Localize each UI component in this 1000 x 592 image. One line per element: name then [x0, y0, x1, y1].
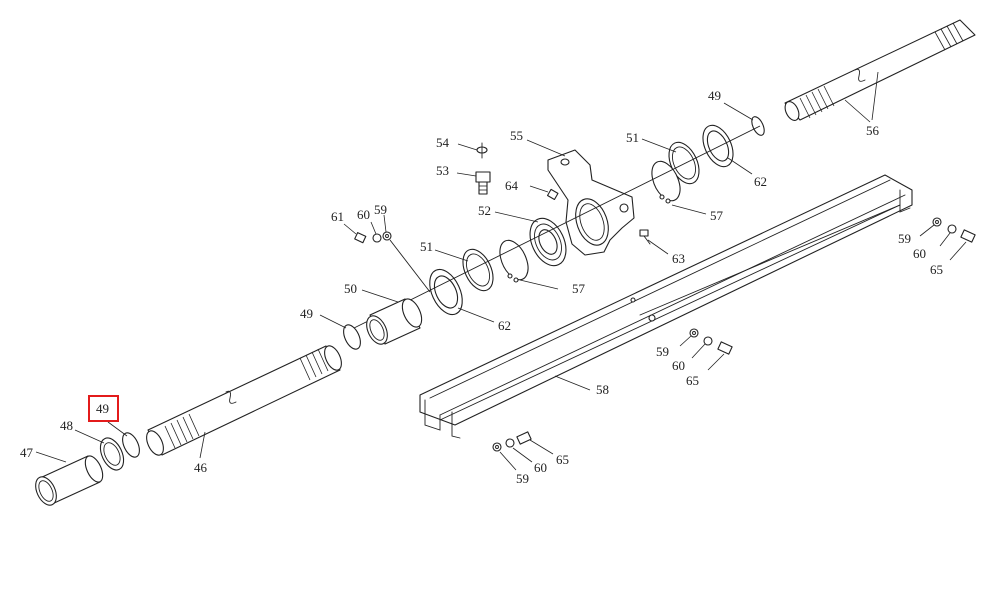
part-49-snap-ring-middle — [319, 314, 361, 350]
part-51-shim-lower — [434, 248, 494, 292]
label-59-centre: 59 — [656, 344, 669, 359]
part-65-bolt-bottom — [516, 431, 554, 455]
label-59-upper-left: 59 — [374, 202, 387, 217]
label-49-middle: 49 — [300, 306, 313, 321]
label-51-upper: 51 — [626, 130, 639, 145]
part-59-washer-right — [919, 217, 942, 237]
label-61: 61 — [331, 209, 344, 224]
highlight-box — [88, 395, 119, 422]
label-55: 55 — [510, 128, 523, 143]
label-65-right: 65 — [930, 262, 943, 277]
part-59-washer-bottom — [492, 442, 517, 471]
label-47: 47 — [20, 445, 34, 460]
label-51-lower: 51 — [420, 239, 433, 254]
part-53-bolt — [456, 171, 491, 195]
part-51-shim-upper — [641, 138, 700, 185]
label-49-highlighted: 49 — [96, 401, 109, 416]
label-54: 54 — [436, 135, 450, 150]
part-62-thrust-washer-lower — [429, 268, 495, 323]
label-56: 56 — [866, 123, 880, 138]
label-60-centre: 60 — [672, 358, 685, 373]
part-59-washer-centre — [679, 328, 699, 347]
centerline-axes — [349, 125, 761, 331]
label-53: 53 — [436, 163, 449, 178]
part-55-pivot-bracket — [526, 139, 635, 256]
label-48: 48 — [60, 418, 73, 433]
label-49-upper: 49 — [708, 88, 721, 103]
part-59-washer-upper-left — [382, 214, 392, 241]
label-65-bottom: 65 — [556, 452, 569, 467]
label-50: 50 — [344, 281, 357, 296]
part-54-pin — [457, 142, 488, 159]
label-60-upper-left: 60 — [357, 207, 370, 222]
part-50-sleeve — [361, 289, 423, 345]
part-58-channel-rail — [419, 174, 913, 439]
label-62-lower: 62 — [498, 318, 511, 333]
label-63: 63 — [672, 251, 685, 266]
part-60-washer-bottom — [505, 438, 533, 463]
part-62-thrust-washer-upper — [702, 124, 753, 175]
label-59-right: 59 — [898, 231, 911, 246]
label-60-bottom: 60 — [534, 460, 547, 475]
label-65-centre: 65 — [686, 373, 699, 388]
part-60-washer-upper-left — [370, 221, 382, 243]
part-48-o-ring — [74, 429, 125, 471]
label-57-upper: 57 — [710, 208, 724, 223]
part-49-snap-ring-lower — [107, 421, 140, 458]
label-46: 46 — [194, 460, 208, 475]
label-57-lower: 57 — [572, 281, 586, 296]
part-57-circlip-upper — [651, 160, 707, 215]
part-52-bearing — [494, 211, 567, 267]
label-64: 64 — [505, 178, 519, 193]
part-labels: 46 47 48 49 49 49 50 51 51 52 53 54 55 5… — [20, 88, 943, 486]
part-65-bolt-right — [949, 229, 976, 261]
label-60-right: 60 — [913, 246, 926, 261]
part-60-washer-right — [939, 224, 957, 247]
part-65-bolt-centre — [707, 341, 733, 371]
part-60-washer-centre — [691, 336, 713, 359]
label-58: 58 — [596, 382, 609, 397]
part-56-splined-shaft — [784, 19, 976, 123]
part-61-bolt — [343, 223, 367, 244]
part-57-circlip-lower — [499, 239, 559, 290]
part-63-bolt — [639, 229, 669, 255]
label-59-bottom: 59 — [516, 471, 529, 486]
part-47-coupling-sleeve — [35, 451, 104, 506]
part-64-fitting — [529, 185, 559, 201]
label-52: 52 — [478, 203, 491, 218]
label-62-upper: 62 — [754, 174, 767, 189]
part-46-splined-shaft — [146, 345, 342, 459]
part-49-snap-ring-upper — [723, 102, 765, 136]
